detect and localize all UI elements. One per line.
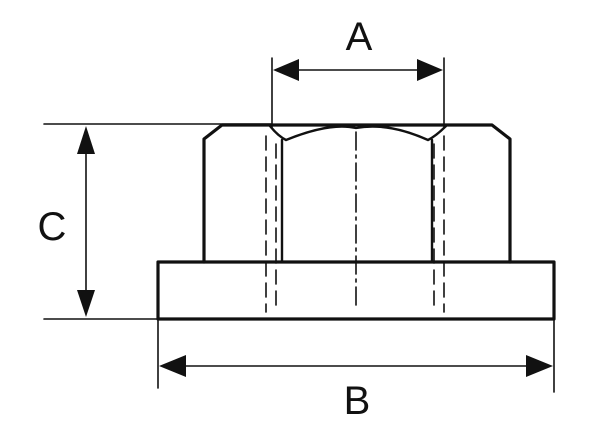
dimension-b-arrow-left [159, 355, 186, 377]
dimension-a-label: A [346, 15, 373, 59]
dimension-a-arrow-right [417, 59, 443, 81]
dimension-b-arrow-right [526, 355, 553, 377]
hex-body-outline [202, 123, 512, 264]
dimension-a-arrow-left [273, 59, 299, 81]
dimension-c-arrow-bottom [77, 290, 95, 317]
dimension-c-arrow-top [77, 126, 95, 154]
hex-chamfer-arc [268, 124, 448, 142]
dimension-c-label: C [38, 205, 67, 249]
dimension-b-label: B [344, 379, 371, 423]
